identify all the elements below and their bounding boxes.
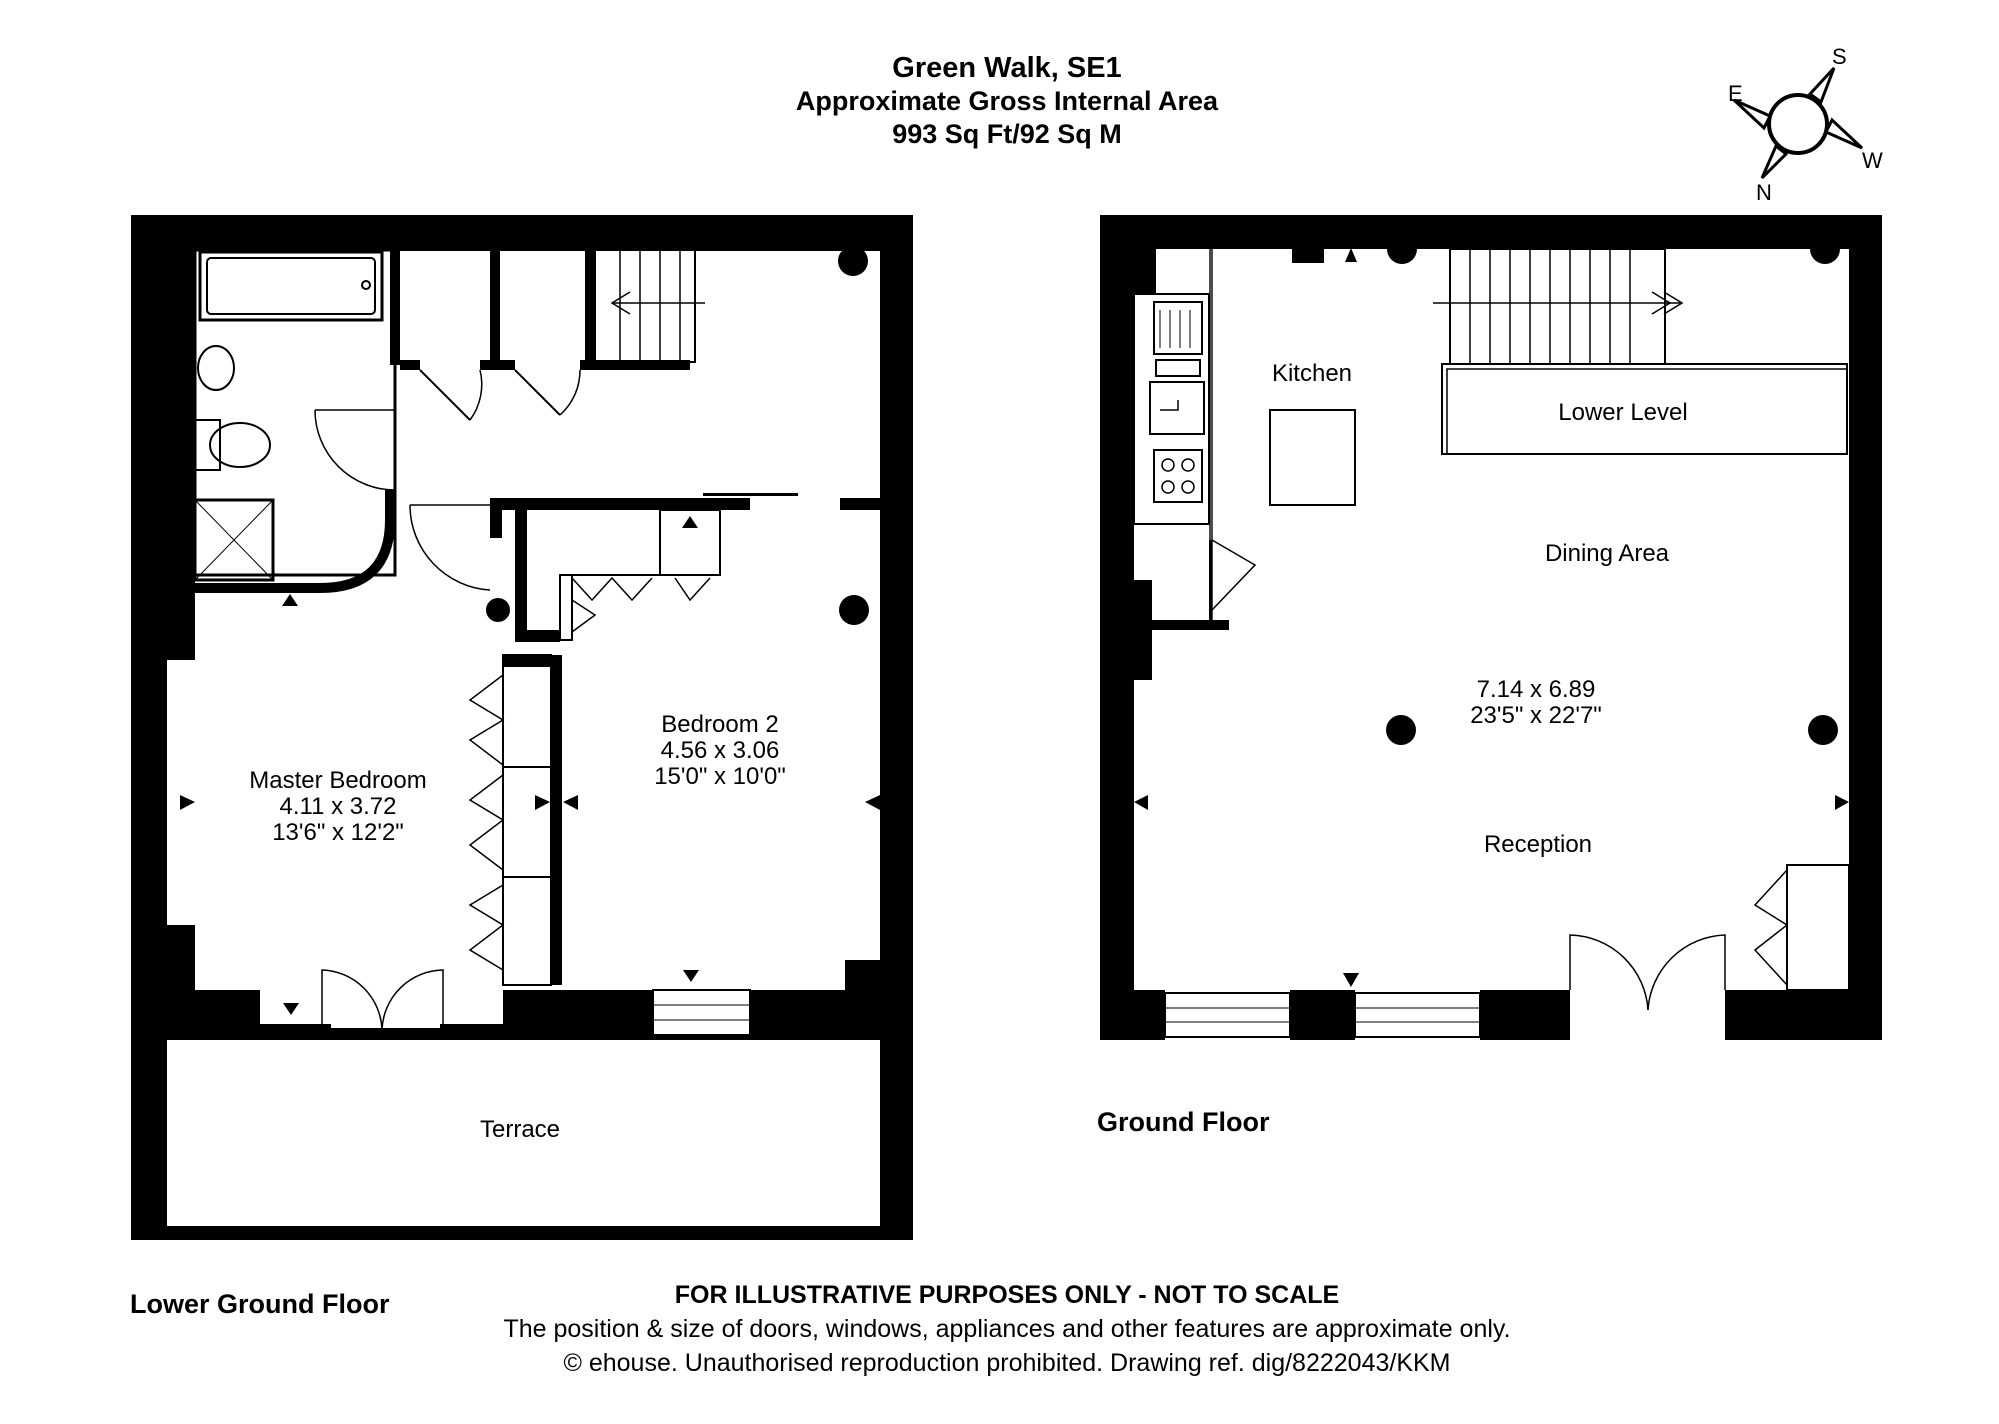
lower-ground-floor-label: Lower Ground Floor [130, 1289, 390, 1319]
compass-w-label: W [1862, 148, 1883, 173]
plan-title: Green Walk, SE1 [892, 52, 1121, 84]
reception-metric: 7.14 x 6.89 [1477, 676, 1596, 703]
approximate-note: The position & size of doors, windows, a… [503, 1315, 1510, 1343]
master-bedroom-imperial: 13'6" x 12'2" [272, 819, 404, 846]
bedroom2-metric: 4.56 x 3.06 [661, 737, 780, 764]
compass-s-label: S [1832, 44, 1847, 69]
copyright-text: © ehouse. Unauthorised reproduction proh… [563, 1349, 1450, 1377]
reception-label: Reception [1484, 831, 1592, 858]
compass-icon: S E W N [1728, 44, 1883, 205]
lower-level-label: Lower Level [1558, 399, 1687, 426]
master-bedroom-metric: 4.11 x 3.72 [280, 793, 397, 820]
dining-area-label: Dining Area [1545, 540, 1670, 567]
compass-n-label: N [1756, 180, 1772, 205]
plan-subtitle: Approximate Gross Internal Area [796, 86, 1219, 116]
terrace-label: Terrace [480, 1116, 560, 1143]
bedroom2-name: Bedroom 2 [661, 711, 778, 738]
plan-area: 993 Sq Ft/92 Sq M [892, 119, 1122, 149]
kitchen-label: Kitchen [1272, 360, 1352, 387]
master-bedroom-name: Master Bedroom [249, 767, 426, 794]
ground-floor-plan [1100, 215, 1882, 1040]
compass-e-label: E [1728, 81, 1743, 106]
ground-floor-label: Ground Floor [1097, 1107, 1270, 1137]
bedroom2-imperial: 15'0" x 10'0" [654, 763, 786, 790]
reception-imperial: 23'5" x 22'7" [1470, 702, 1602, 729]
disclaimer-text: FOR ILLUSTRATIVE PURPOSES ONLY - NOT TO … [675, 1281, 1339, 1309]
lower-ground-floor-plan [131, 215, 913, 1240]
